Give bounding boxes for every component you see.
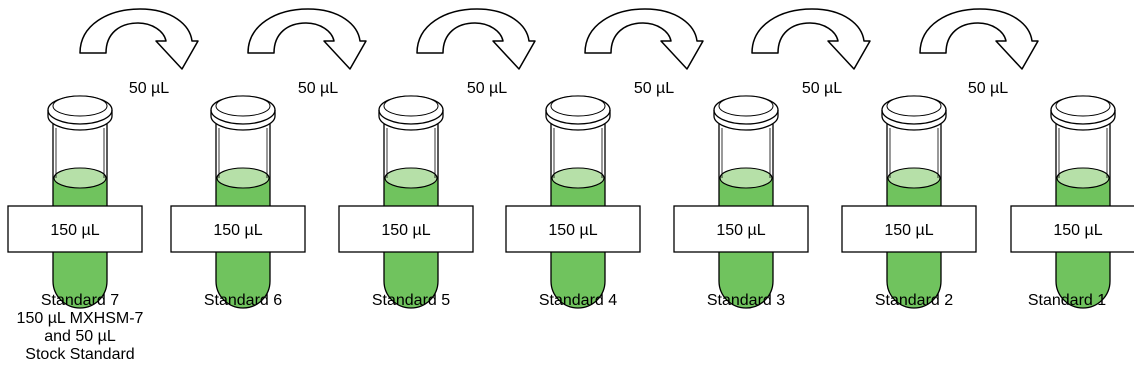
tube-icon-7: 150 µL bbox=[1010, 95, 1134, 309]
tube-volume-label: 150 µL bbox=[50, 222, 99, 239]
transfer-volume-label: 50 µL bbox=[128, 80, 170, 97]
transfer-volume-label: 50 µL bbox=[633, 80, 675, 97]
curved-arrow-icon-5 bbox=[751, 8, 871, 70]
curved-arrow-icon-2 bbox=[247, 8, 367, 70]
volume-label-box bbox=[1010, 205, 1134, 253]
tube-volume-label: 150 µL bbox=[381, 222, 430, 239]
tube-icon-4: 150 µL bbox=[505, 95, 641, 309]
volume-label-box bbox=[7, 205, 143, 253]
volume-label-box bbox=[505, 205, 641, 253]
curved-arrow-icon-3 bbox=[416, 8, 536, 70]
tube-volume-label: 150 µL bbox=[716, 222, 765, 239]
tube-name-label: Standard 3 bbox=[706, 292, 786, 309]
volume-label-box bbox=[338, 205, 474, 253]
tube-volume-label: 150 µL bbox=[213, 222, 262, 239]
curved-arrow-icon-6 bbox=[919, 8, 1039, 70]
curved-arrow-icon-4 bbox=[584, 8, 704, 70]
tube-name-label: Standard 2 bbox=[874, 292, 954, 309]
curved-arrow-icon-1 bbox=[79, 8, 199, 70]
tube-name-label: Standard 7 150 µL MXHSM-7 and 50 µL Stoc… bbox=[16, 292, 144, 363]
transfer-volume-label: 50 µL bbox=[466, 80, 508, 97]
transfer-volume-label: 50 µL bbox=[967, 80, 1009, 97]
tube-volume-label: 150 µL bbox=[548, 222, 597, 239]
volume-label-box bbox=[673, 205, 809, 253]
tube-icon-1: 150 µL bbox=[7, 95, 143, 309]
tube-name-label: Standard 5 bbox=[371, 292, 451, 309]
tubes: 150 µL 150 µL 150 µL 150 µL 150 µL 150 µL 150 … bbox=[7, 95, 1134, 309]
volume-label-box bbox=[170, 205, 306, 253]
transfer-volume-label: 50 µL bbox=[297, 80, 339, 97]
tube-icon-2: 150 µL bbox=[170, 95, 306, 309]
tube-icon-5: 150 µL bbox=[673, 95, 809, 309]
tube-icon-6: 150 µL bbox=[841, 95, 977, 309]
tube-name-label: Standard 1 bbox=[1027, 292, 1107, 309]
tube-icon-3: 150 µL bbox=[338, 95, 474, 309]
tube-name-label: Standard 4 bbox=[538, 292, 618, 309]
tube-volume-label: 150 µL bbox=[1053, 222, 1102, 239]
volume-label-box bbox=[841, 205, 977, 253]
tube-name-label: Standard 6 bbox=[203, 292, 283, 309]
transfer-volume-label: 50 µL bbox=[801, 80, 843, 97]
transfer-arrows bbox=[79, 8, 1039, 70]
tube-volume-label: 150 µL bbox=[884, 222, 933, 239]
